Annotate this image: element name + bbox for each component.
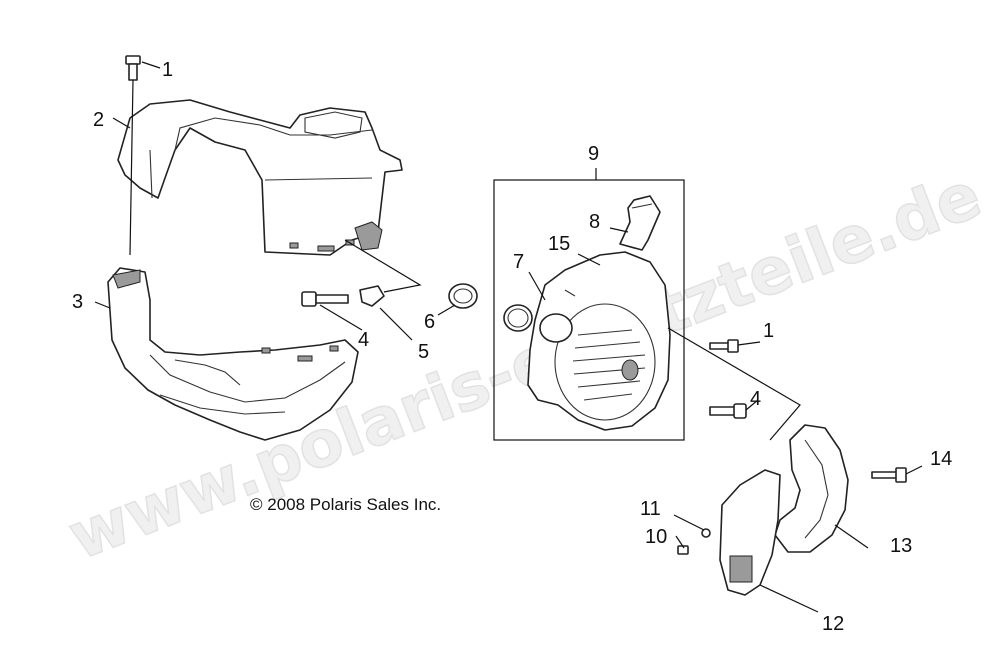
leader-lines bbox=[94, 61, 923, 613]
screw-part-right bbox=[709, 403, 747, 419]
callout-10: 10 bbox=[645, 526, 667, 548]
duct-part bbox=[619, 195, 661, 251]
callout-4-left: 4 bbox=[358, 329, 369, 351]
callout-15: 15 bbox=[548, 233, 570, 255]
upper-shroud-part bbox=[117, 99, 403, 256]
callout-6: 6 bbox=[424, 311, 435, 333]
copyright-text: © 2008 Polaris Sales Inc. bbox=[250, 495, 441, 514]
callout-2: 2 bbox=[93, 109, 104, 131]
callout-13: 13 bbox=[890, 535, 912, 557]
callout-9: 9 bbox=[588, 143, 599, 165]
callout-14: 14 bbox=[930, 448, 952, 470]
callout-1-right: 1 bbox=[763, 320, 774, 342]
callout-7: 7 bbox=[513, 251, 524, 273]
callout-1-top: 1 bbox=[162, 59, 173, 81]
washer-part bbox=[701, 528, 711, 538]
screw-part-14 bbox=[871, 467, 907, 483]
callout-12: 12 bbox=[822, 613, 844, 635]
screw-clip-parts bbox=[301, 239, 422, 307]
callout-4-right: 4 bbox=[750, 388, 761, 410]
callout-3: 3 bbox=[72, 291, 83, 313]
fan-housing-part bbox=[527, 251, 671, 431]
callout-8: 8 bbox=[589, 211, 600, 233]
bolt-part bbox=[125, 55, 141, 256]
plug-part bbox=[448, 283, 478, 309]
assembly-group-box bbox=[493, 179, 685, 441]
callout-11: 11 bbox=[640, 498, 661, 520]
bolt-part-right bbox=[709, 339, 739, 353]
inner-grille-part bbox=[719, 469, 781, 596]
lower-shroud-part bbox=[107, 267, 359, 441]
callout-5: 5 bbox=[418, 341, 429, 363]
outer-cover-part bbox=[774, 424, 849, 553]
